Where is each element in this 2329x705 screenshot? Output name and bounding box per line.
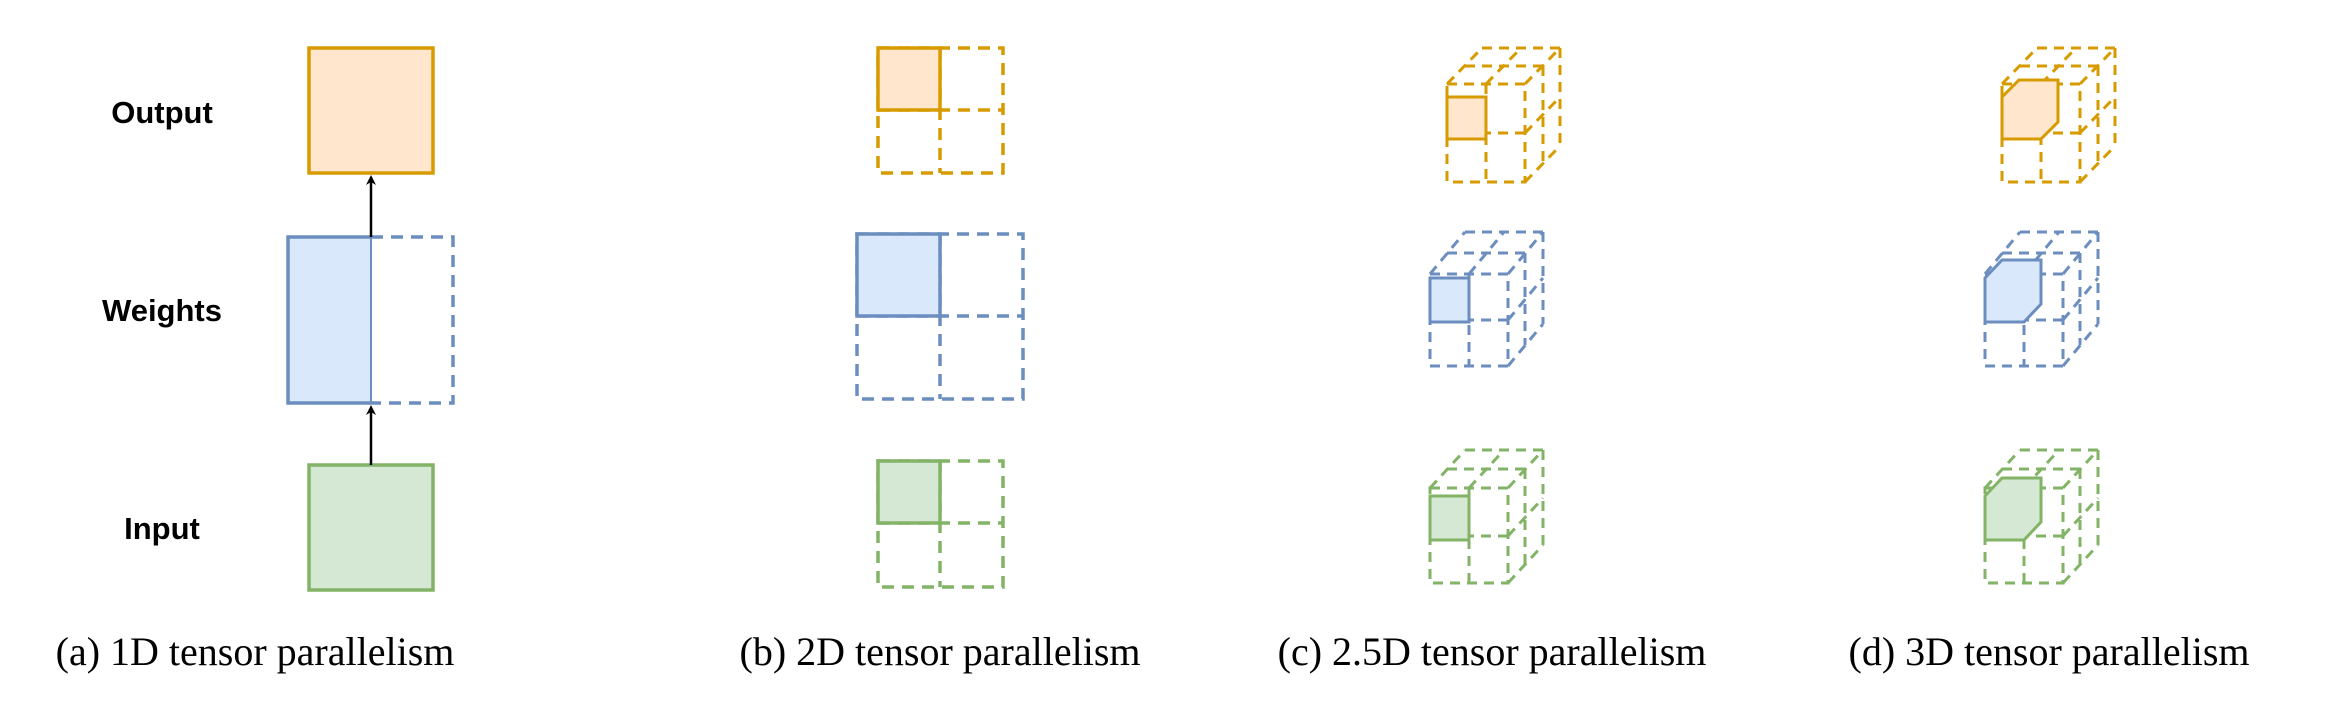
caption-3d: (d) 3D tensor parallelism [1849, 629, 2250, 674]
row-label-weights: Weights [102, 293, 222, 328]
output-block-2d [876, 46, 942, 112]
output-grid-2d [876, 46, 1005, 175]
panel-3d [1983, 46, 2117, 585]
weights-shard-1d-right [371, 235, 455, 405]
input-block-2d [876, 459, 942, 525]
weights-block-3d [1983, 258, 2043, 324]
panel-1d [286, 46, 455, 592]
weights-grid-2d [855, 232, 1025, 401]
input-grid-2d [876, 459, 1005, 589]
panel-2d [855, 46, 1025, 589]
caption-1d: (a) 1D tensor parallelism [56, 629, 455, 674]
weights-block-2-5d [1428, 276, 1471, 324]
input-block-3d [1983, 476, 2043, 542]
input-block-1d [307, 463, 435, 592]
row-label-input: Input [124, 511, 200, 546]
caption-2d: (b) 2D tensor parallelism [740, 629, 1141, 674]
panel-2-5d [1428, 46, 1562, 585]
weights-shard-1d-left [286, 235, 371, 405]
weights-shard-1d-filled [288, 237, 371, 403]
output-block-3d [2000, 78, 2060, 141]
input-block-2-5d [1428, 494, 1471, 542]
row-label-output: Output [111, 95, 213, 130]
output-block-1d [307, 46, 435, 175]
caption-2-5d: (c) 2.5D tensor parallelism [1278, 629, 1707, 674]
output-block-2-5d [1445, 95, 1488, 141]
weights-block-2d [855, 232, 942, 318]
